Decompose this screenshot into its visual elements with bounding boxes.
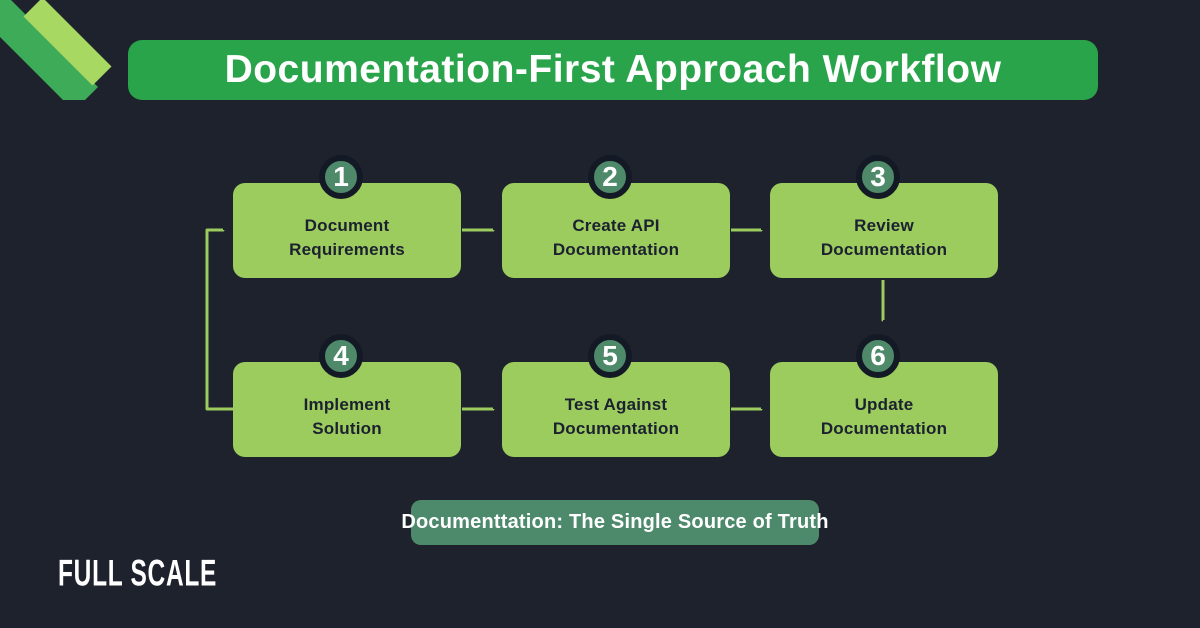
step-box-update-documentation: Update Documentation [770, 362, 998, 457]
tagline-banner: Documenttation: The Single Source of Tru… [401, 500, 828, 545]
step-label-line: Documentation [552, 239, 680, 259]
page-title: Documentation-First Approach Workflow [224, 48, 1002, 91]
step-box-document-requirements: Document Requirements [233, 183, 461, 278]
step-label-line: Review [854, 215, 914, 235]
step-number-badge-2: 2 [588, 155, 632, 199]
step-number: 4 [333, 340, 349, 371]
full-scale-logo: FULL SCALE [58, 553, 218, 595]
step-label-line: Implement [303, 394, 391, 414]
step-number-badge-3: 3 [856, 155, 900, 199]
corner-ribbon-light-stripe [23, 0, 112, 86]
step-label-line: Document [304, 215, 390, 235]
step-number: 5 [602, 340, 618, 371]
step-label-line: Update [854, 394, 914, 414]
step-label-line: Requirements [289, 239, 405, 259]
step-number: 3 [870, 161, 886, 192]
corner-ribbon-icon [0, 0, 112, 100]
step-number-badge-5: 5 [588, 334, 632, 378]
step-number-badge-4: 4 [319, 334, 363, 378]
step-label-line: Create API [572, 215, 660, 235]
step-number-badge-6: 6 [856, 334, 900, 378]
step-label-line: Documentation [552, 418, 680, 438]
step-number-badge-1: 1 [319, 155, 363, 199]
step-box-review-documentation: Review Documentation [770, 183, 998, 278]
step-box-implement-solution: Implement Solution [233, 362, 461, 457]
step-box-test-against-documentation: Test Against Documentation [502, 362, 730, 457]
corner-ribbon-dark-stripe [0, 0, 98, 100]
step-number: 2 [602, 161, 618, 192]
step-label-line: Solution [312, 418, 382, 438]
connector-loop-4-to-1 [205, 228, 233, 411]
step-label-line: Test Against [564, 394, 668, 414]
page-title-bar: Documentation-First Approach Workflow [128, 40, 1098, 100]
step-label-line: Documentation [820, 418, 948, 438]
step-label-line: Documentation [820, 239, 948, 259]
step-box-create-api-documentation: Create API Documentation [502, 183, 730, 278]
step-number: 6 [870, 340, 886, 371]
step-number: 1 [333, 161, 349, 192]
tagline-text: Documenttation: The Single Source of Tru… [401, 511, 829, 533]
